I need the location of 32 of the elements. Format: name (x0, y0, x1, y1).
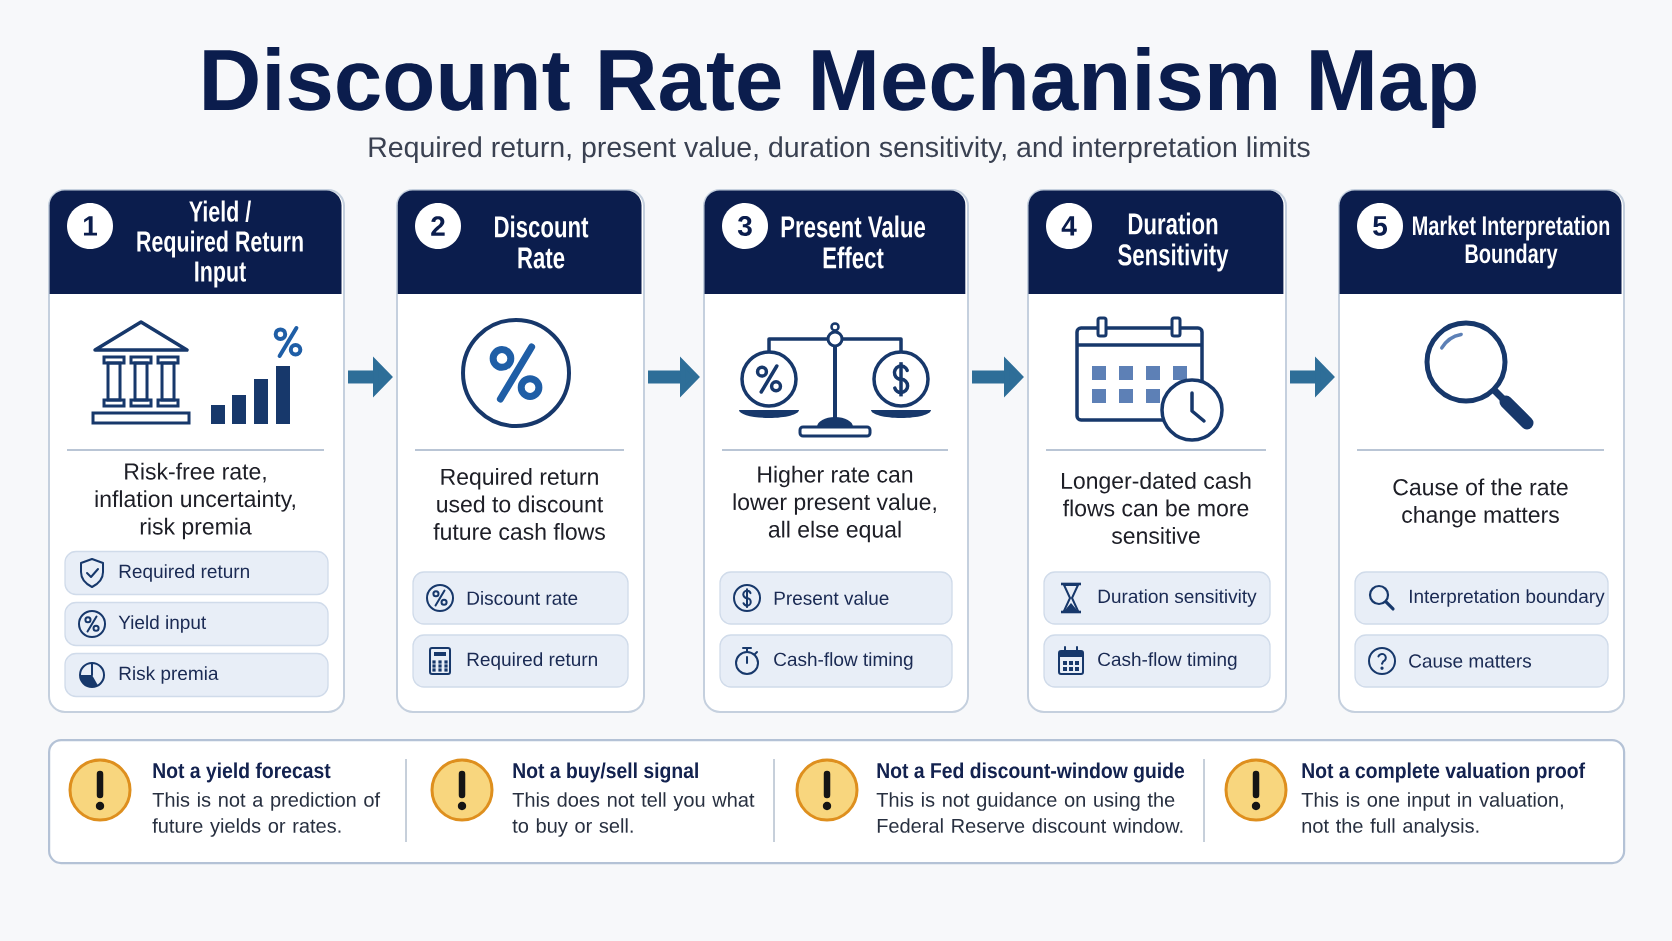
subtitle: Required return, present value, duration sensitivity, and interpretation limits (369, 136, 1310, 163)
number-badge: 4 (1046, 203, 1092, 249)
tag-pill: Required return (412, 634, 629, 688)
tag-pill: Discount rate (412, 571, 629, 625)
card-description: Longer-dated cash flows can be more sensitive (1062, 472, 1251, 544)
title: Discount Rate Mechanism Map (204, 46, 1476, 129)
note-heading: Not a Fed discount-window guide (877, 762, 1185, 783)
card-description: Cause of the rate change matters (1393, 478, 1568, 528)
card-description: Risk-free rate, inflation uncertainty, risk premia (95, 462, 295, 540)
note-text: This is not a prediction of future yields or rates. (152, 792, 381, 837)
tag-pill: Cash-flow timing (719, 634, 953, 688)
note-text: This is not guidance on using the Federal Reserve discount window. (876, 792, 1183, 833)
tag-pill: Yield input (64, 601, 329, 647)
card-description: Higher rate can lower present value, all else equal (733, 465, 936, 543)
note-heading: Not a buy/sell signal (513, 762, 698, 783)
number-badge: 5 (1357, 203, 1403, 249)
note-heading: Not a complete valuation proof (1302, 762, 1586, 783)
note-heading: Not a yield forecast (153, 762, 331, 783)
tag-pill: Cause matters (1354, 634, 1609, 688)
number-badge: 1 (67, 203, 113, 249)
tag-pill: Required return (64, 550, 329, 596)
number-badge: 3 (722, 203, 768, 249)
tag-pill: Risk premia (64, 652, 329, 698)
note-panel (48, 739, 1626, 865)
note-text: This does not tell you what to buy or sell. (512, 792, 755, 837)
note-text: This is one input in valuation, not the full analysis. (1301, 792, 1563, 837)
tag-pill: Interpretation boundary (1354, 571, 1609, 625)
tag-pill: Present value (719, 571, 953, 625)
number-badge: 2 (415, 203, 461, 249)
tag-pill: Duration sensitivity (1043, 571, 1271, 625)
tag-pill: Cash-flow timing (1043, 634, 1271, 688)
card-description: Required return used to discount future cash flows (433, 468, 605, 540)
